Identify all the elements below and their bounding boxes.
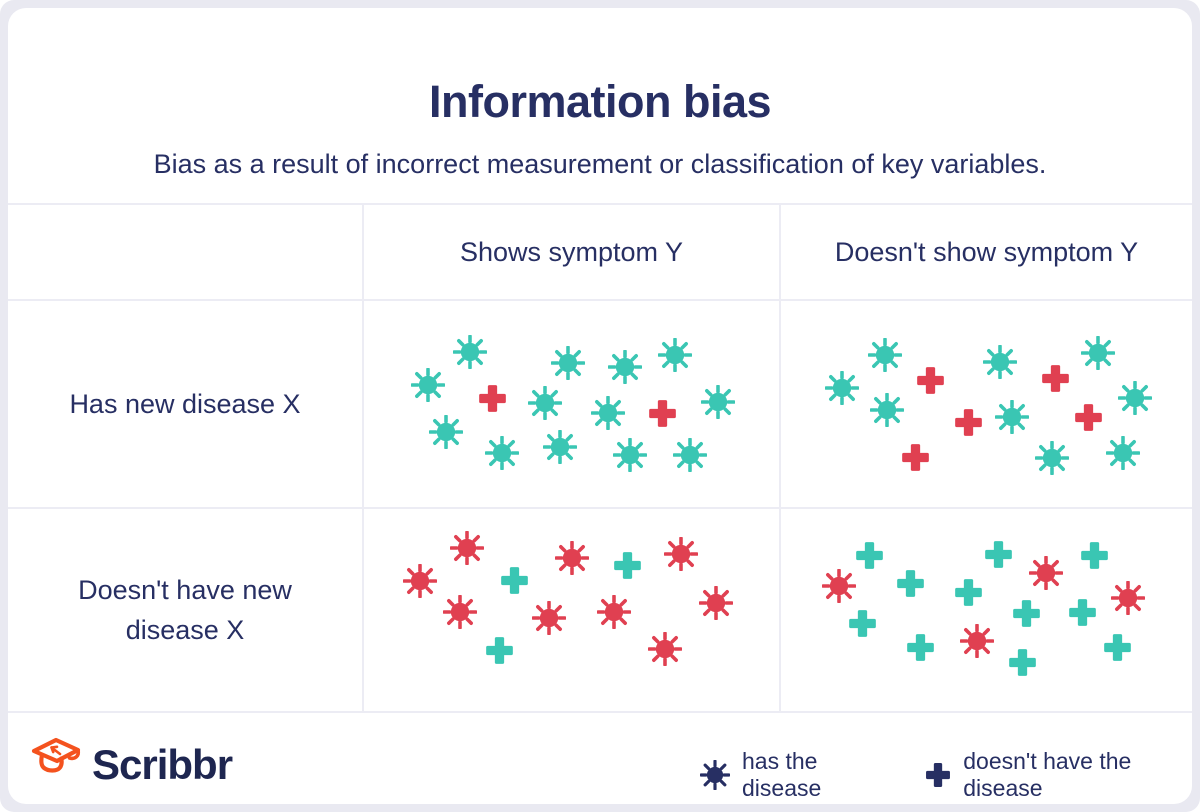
row-label-has-disease: Has new disease X — [8, 301, 362, 509]
legend-item-has-disease: has the disease — [700, 748, 891, 802]
table-corner-cell — [8, 205, 362, 301]
graduation-cap-icon — [30, 734, 82, 795]
cell-has-disease-shows-symptom — [362, 301, 779, 509]
plus-icon — [925, 762, 951, 788]
cell-no-disease-shows-symptom — [362, 509, 779, 713]
virus-icon — [700, 760, 730, 790]
legend-label: has the disease — [742, 748, 822, 801]
brand-name: Scribbr — [92, 740, 233, 788]
cell-no-disease-no-symptom — [779, 509, 1192, 713]
legend: has the disease doesn't have the disease — [700, 748, 1200, 802]
page-subtitle: Bias as a result of incorrect measuremen… — [153, 149, 1047, 179]
row-label-no-disease: Doesn't have new disease X — [8, 509, 362, 713]
cell-has-disease-no-symptom — [779, 301, 1192, 509]
legend-label: doesn't have the disease — [963, 748, 1132, 801]
column-header-shows-symptom: Shows symptom Y — [362, 205, 779, 301]
page-title: Information bias — [428, 76, 772, 128]
brand-logo: Scribbr — [30, 734, 233, 795]
column-header-no-symptom: Doesn't show symptom Y — [779, 205, 1192, 301]
legend-item-no-disease: doesn't have the disease — [925, 748, 1200, 802]
classification-table: Shows symptom Y Doesn't show symptom Y H… — [8, 203, 1192, 713]
